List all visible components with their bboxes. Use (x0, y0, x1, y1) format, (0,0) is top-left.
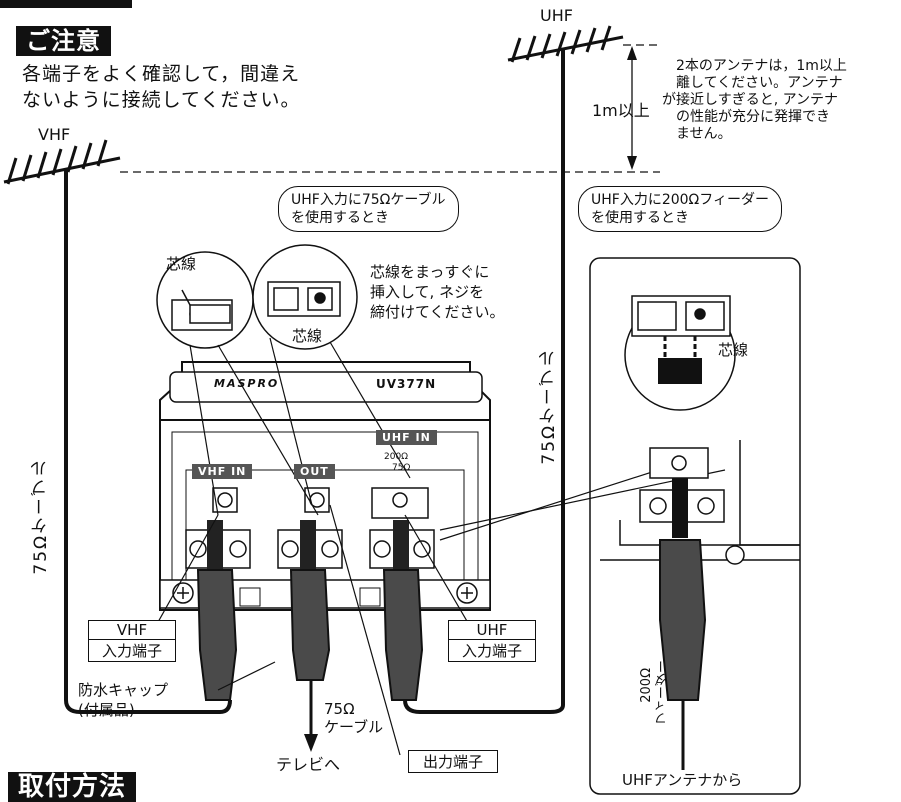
uhf-in-tag: UHF IN (376, 430, 437, 445)
top-bar (0, 0, 132, 8)
distance-note: 2本のアンテナは，1m以上 離してください。アンテナ が接近しすぎると, アンテ… (662, 58, 847, 142)
selector-200: 200Ω (384, 452, 409, 462)
uhf200-callout: UHF入力に200Ωフィーダーを使用するとき (578, 186, 782, 232)
core-wire-label-right: 芯線 (718, 341, 749, 359)
brand-logo: MASPRO (214, 377, 280, 390)
model-number: UV377N (376, 377, 437, 391)
cable-label-right: 75Ωケーブル (539, 348, 559, 465)
uhf75-callout: UHF入力に75Ωケーブルを使用するとき (278, 186, 459, 232)
feeder-label-name: フィーダー (655, 660, 670, 725)
vhf-antenna-icon (3, 139, 121, 185)
waterproof-cap-label: 防水キャップ(付属品) (78, 681, 169, 719)
uhf-antenna-label: UHF (540, 6, 573, 25)
uhf-antenna-icon (507, 25, 624, 63)
caution-line-2: ないように接続してください。 (22, 89, 301, 111)
output-terminal-label: 出力端子 (408, 750, 498, 773)
core-wire-label-left: 芯線 (166, 255, 197, 273)
feeder-label-ohm: 200Ω (639, 668, 654, 703)
vhf-in-tag: VHF IN (192, 464, 253, 479)
from-uhf-antenna-label: UHFアンテナから (622, 771, 743, 789)
core-wire-label-mid: 芯線 (292, 327, 323, 345)
vhf-antenna-label: VHF (38, 125, 71, 144)
mount-screw-icon (172, 582, 478, 604)
core-instruction: 芯線をまっすぐに 挿入して, ネジを 締付けてください。 (370, 263, 505, 321)
selector-75: 75Ω (392, 463, 411, 473)
waterproof-cap-icon (196, 569, 424, 701)
out-tag: OUT (294, 464, 335, 479)
distance-label: 1m以上 (592, 101, 650, 120)
caution-line-1: 各端子をよく確認して，間違え (22, 63, 301, 85)
caution-header: ご注意 (16, 26, 111, 56)
bottom-section-header: 取付方法 (8, 772, 137, 802)
cable-label-left: 75Ωケーブル (31, 458, 51, 575)
feeder-panel (589, 257, 801, 795)
to-tv-label: テレビへ (276, 755, 341, 774)
